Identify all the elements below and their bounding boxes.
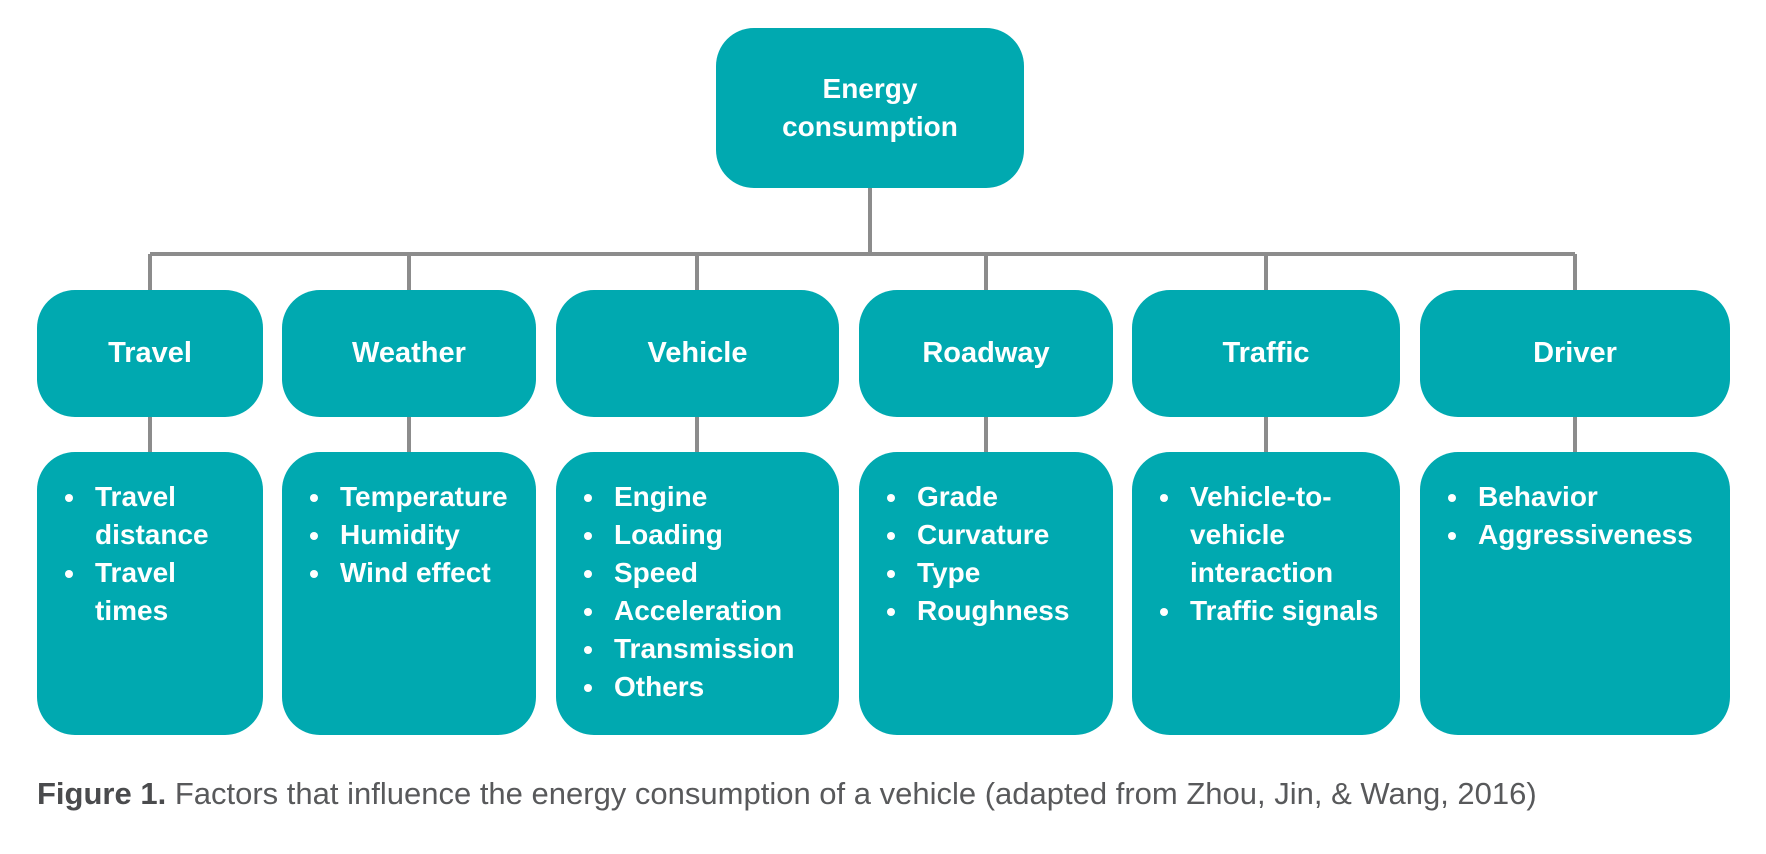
factor-item: Wind effect [304,554,528,592]
factor-item: Transmission [578,630,831,668]
category-label: Driver [1533,337,1617,369]
factor-item: Engine [578,478,831,516]
detail-node-traffic: Vehicle-to-vehicle interaction Traffic s… [1132,452,1400,735]
factor-item: Loading [578,516,831,554]
factor-item: Others [578,668,831,706]
root-label-line1: Energy [822,73,918,104]
category-label: Vehicle [647,337,748,369]
factor-list: Grade Curvature Type Roughness [881,478,1105,630]
factor-item: Humidity [304,516,528,554]
detail-node-vehicle: Engine Loading Speed Acceleration Transm… [556,452,839,735]
detail-node-roadway: Grade Curvature Type Roughness [859,452,1113,735]
factor-item: Traffic signals [1154,592,1392,630]
factor-item: Speed [578,554,831,592]
root-node-energy-consumption: Energy consumption [716,28,1024,188]
factor-item: Acceleration [578,592,831,630]
category-node-vehicle: Vehicle [556,290,839,417]
root-label-line2: consumption [782,111,958,142]
factor-item: Aggressiveness [1442,516,1722,554]
factor-item: Travel distance [59,478,255,554]
factor-list: Behavior Aggressiveness [1442,478,1722,554]
factor-item: Grade [881,478,1105,516]
detail-node-driver: Behavior Aggressiveness [1420,452,1730,735]
factor-item: Vehicle-to-vehicle interaction [1154,478,1392,592]
factor-item: Type [881,554,1105,592]
factor-list: Travel distance Travel times [59,478,255,630]
category-label: Travel [108,337,192,369]
detail-node-travel: Travel distance Travel times [37,452,263,735]
category-node-driver: Driver [1420,290,1730,417]
figure-caption: Figure 1. Factors that influence the ene… [37,776,1537,812]
factor-list: Temperature Humidity Wind effect [304,478,528,592]
factor-list: Engine Loading Speed Acceleration Transm… [578,478,831,706]
category-node-travel: Travel [37,290,263,417]
caption-text: Factors that influence the energy consum… [174,776,1537,811]
factor-item: Temperature [304,478,528,516]
category-label: Roadway [922,337,1050,369]
factor-item: Roughness [881,592,1105,630]
factor-item: Travel times [59,554,255,630]
factor-item: Curvature [881,516,1105,554]
figure-label: Figure 1. [37,776,167,811]
category-label: Weather [352,337,466,369]
category-node-weather: Weather [282,290,536,417]
detail-node-weather: Temperature Humidity Wind effect [282,452,536,735]
category-label: Traffic [1222,337,1310,369]
factor-item: Behavior [1442,478,1722,516]
factor-list: Vehicle-to-vehicle interaction Traffic s… [1154,478,1392,630]
category-node-roadway: Roadway [859,290,1113,417]
category-node-traffic: Traffic [1132,290,1400,417]
